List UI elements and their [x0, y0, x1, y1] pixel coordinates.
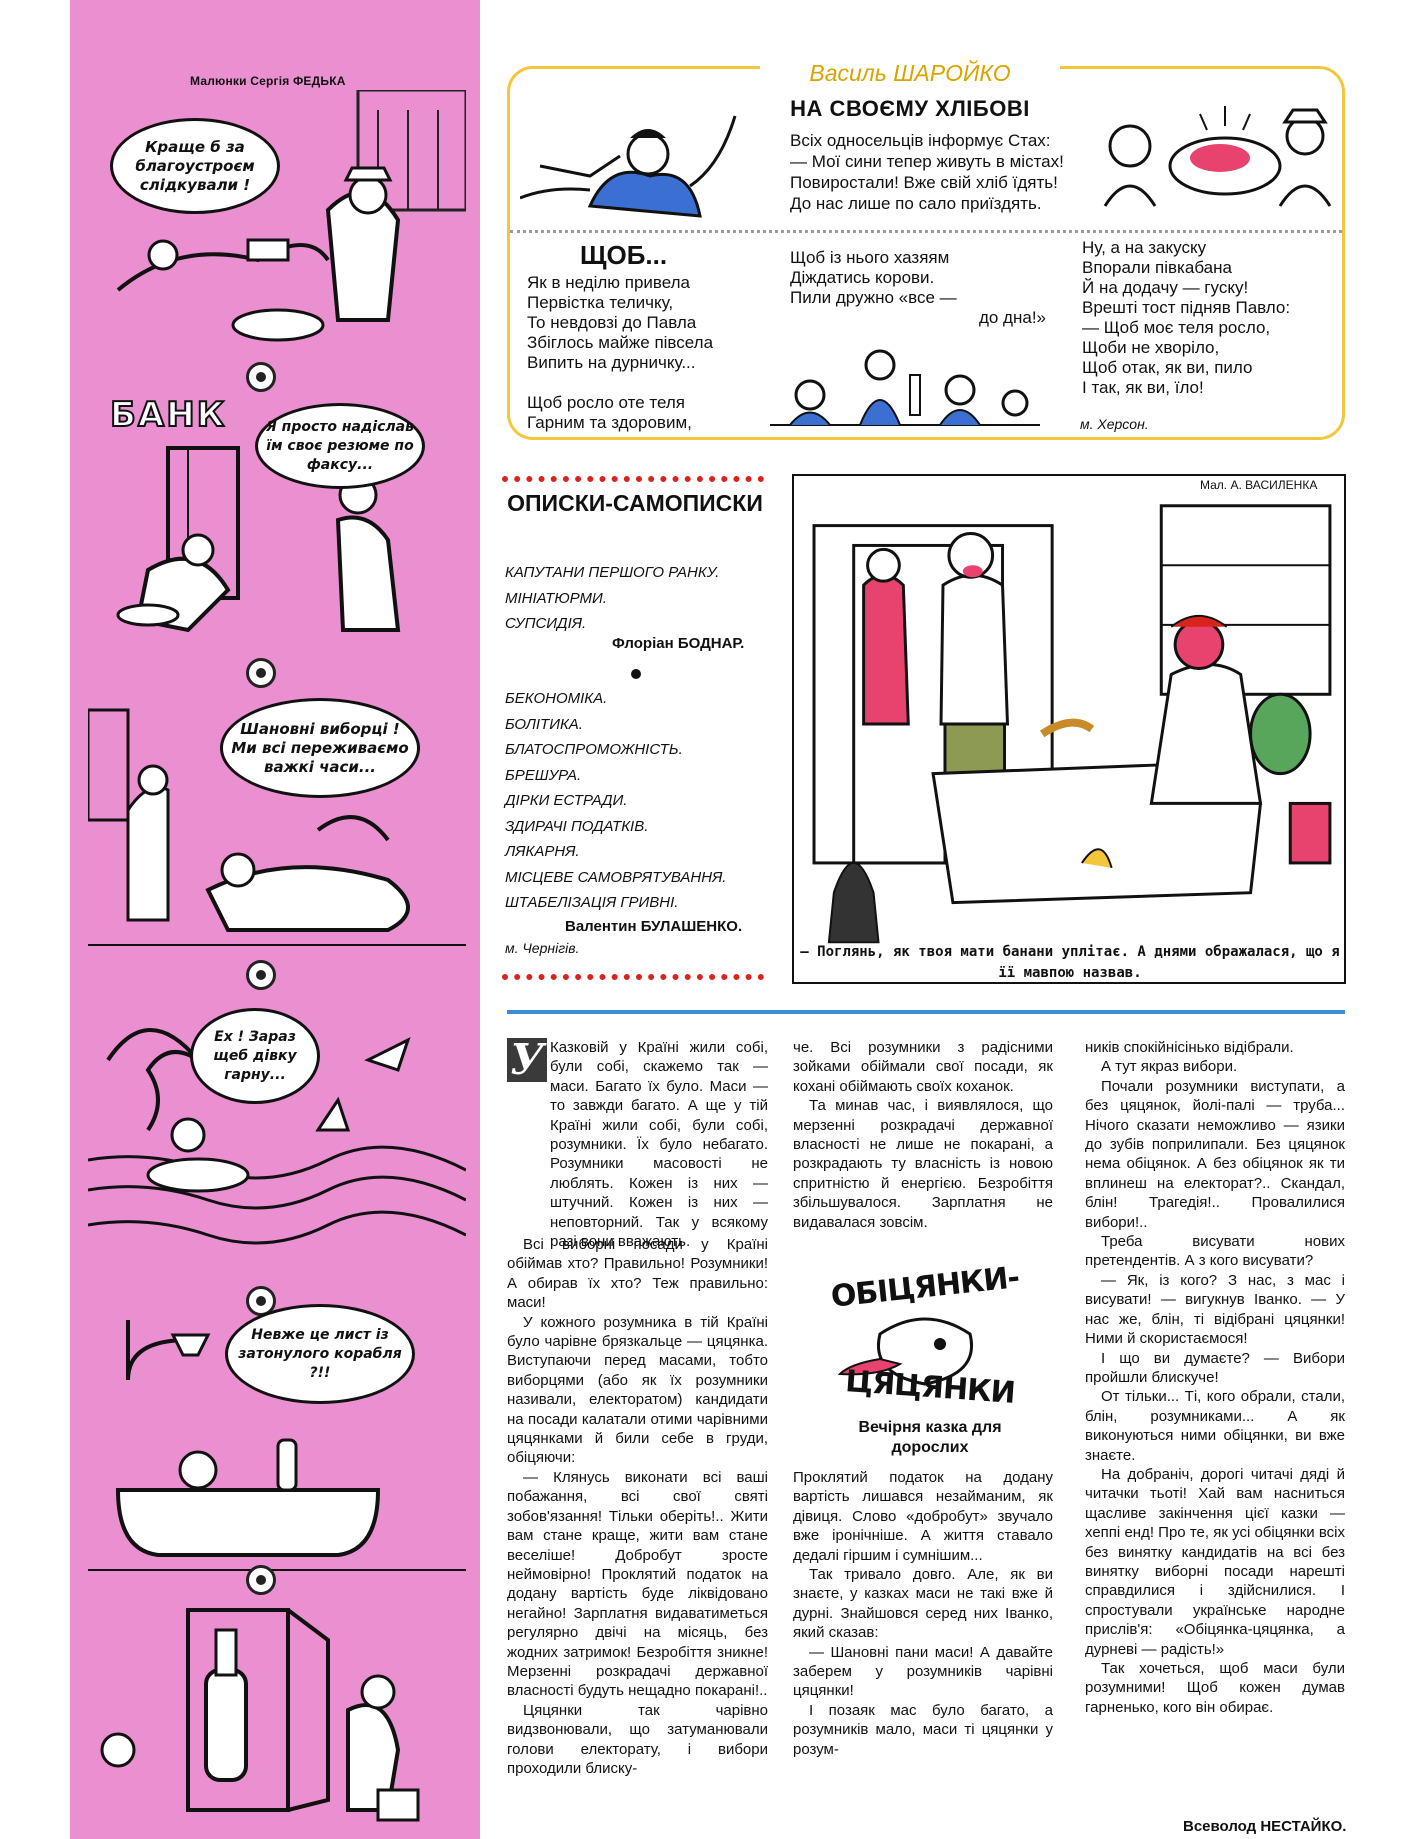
story-subtitle: Вечірня казка для дорослих — [858, 1419, 1002, 1456]
poem-place: м. Херсон. — [1080, 416, 1149, 432]
story-column-2-bottom: Проклятий податок на додану вартість лиш… — [793, 1468, 1053, 1759]
comic-panel-3 — [86, 690, 466, 960]
story-paragraph: Всі виборні посади у Країні обіймав хто?… — [507, 1236, 768, 1312]
cartoon-frame — [792, 474, 1346, 984]
panel-5-drawing — [88, 1320, 466, 1571]
comic-panel-6 — [88, 1600, 466, 1830]
poem-stanza-1: Всіх односельців інформує Стах: — Мої си… — [790, 131, 1064, 213]
story-rule — [507, 1010, 1345, 1014]
opysky-item: БЛАТОСПРОМОЖНІСТЬ. — [505, 741, 683, 758]
story-paragraph: — Клянусь виконати всі ваші побажання, в… — [507, 1468, 768, 1700]
drinking-villagers-illustration — [770, 349, 1040, 426]
story-paragraph: Так тривало довго. Але, як ви знаєте, у … — [793, 1566, 1053, 1642]
opysky-item: КАПУТАНИ ПЕРШОГО РАНКУ. — [505, 564, 720, 581]
panel-4-drawing — [87, 1028, 467, 1245]
story-paragraph: че. Всі розумники з радісними зойками об… — [793, 1039, 1053, 1095]
poem-column-3: Ну, а на закуску Впорали півкабана Й на … — [1082, 238, 1291, 397]
bank-sign: БАНК — [109, 394, 227, 436]
separator-dot-5 — [246, 1565, 276, 1595]
speech-bubble-2: Я просто надіслав їм своє резюме по факс… — [255, 403, 425, 489]
story-paragraph: Казковій у Країні жили собі, були собі, … — [550, 1039, 768, 1251]
speech-bubble-3: Шановні виборці ! Ми всі переживаємо важ… — [220, 698, 420, 798]
panel-1-drawing — [116, 88, 468, 342]
speech-bubble-4: Ех ! Зараз щеб дівку гарну... — [190, 1008, 320, 1104]
story-paragraph: От тільки... Ті, кого обрали, стали, блі… — [1085, 1388, 1345, 1464]
opysky-list-2: БЕКОНОМІКА. БОЛІТИКА. БЛАТОСПРОМОЖНІСТЬ.… — [505, 686, 726, 916]
opysky-item: МІНІАТЮРМИ. — [505, 589, 607, 607]
bullet-dot — [631, 669, 641, 679]
story-paragraph: — Як, із кого? З нас, з мас і висувати! … — [1085, 1271, 1345, 1348]
story-author: Всеволод НЕСТАЙКО. — [1183, 1818, 1347, 1835]
story-paragraph: І позаяк мас було багато, а розумників м… — [793, 1701, 1053, 1758]
poem-subtitle: ЩОБ... — [580, 240, 668, 270]
poem-column-2: Щоб із нього хазяям Діждатись корови. Пи… — [790, 248, 957, 307]
red-dotted-rule-bottom — [502, 974, 764, 980]
story-paragraph: Почали розумники виступати, а без цяцяно… — [1085, 1077, 1345, 1231]
kitchen-cartoon — [812, 504, 1332, 944]
opysky-item: ДІРКИ ЕСТРАДИ. — [505, 792, 628, 809]
poem-title: НА СВОЄМУ ХЛІБОВІ — [790, 96, 1030, 121]
story-paragraph: На добраніч, дорогі читачі дяді й читачк… — [1085, 1465, 1345, 1658]
opysky-item: МІСЦЕВЕ САМОВРЯТУВАННЯ. — [505, 868, 727, 886]
story-paragraph: І що ви думаєте? — Вибори пройшли блиску… — [1085, 1349, 1345, 1386]
cartoon-caption: — Поглянь, як твоя мати банани уплітає. … — [800, 944, 1340, 981]
story-paragraph: — Шановні пани маси! А давайте заберем у… — [793, 1643, 1053, 1700]
panel-3-drawing — [86, 708, 466, 946]
opysky-list-1: КАПУТАНИ ПЕРШОГО РАНКУ. МІНІАТЮРМИ. СУПС… — [505, 560, 719, 637]
drop-cap: У — [507, 1038, 547, 1082]
stakh-illustration — [520, 115, 737, 218]
separator-dot-3 — [246, 960, 276, 990]
story-paragraph: ників спокійнісінько відібрали. — [1085, 1039, 1294, 1056]
story-paragraph: У кожного розумника в тій Країні було ча… — [507, 1313, 768, 1467]
poem-separator — [510, 230, 1342, 233]
red-dotted-rule-top — [502, 476, 764, 482]
comic-panel-4 — [87, 1000, 467, 1270]
story-paragraph: А тут якраз вибори. — [1101, 1058, 1238, 1076]
story-paragraph: Та минав час, і виявлялося, що мерзенні … — [793, 1097, 1053, 1231]
strip-credit: Малюнки Сергія ФЕДЬКА — [190, 74, 346, 88]
opysky-item: СУПСИДІЯ. — [505, 615, 587, 632]
opysky-item: ЗДИРАЧІ ПОДАТКІВ. — [505, 817, 649, 835]
story-column-3: ників спокійнісінько відібрали. А тут як… — [1085, 1038, 1345, 1717]
opysky-item: ШТАБЕЛІЗАЦІЯ ГРИВНІ. — [505, 894, 679, 911]
comic-panel-1 — [88, 88, 468, 362]
separator-dot-2 — [246, 658, 276, 688]
comic-panel-5 — [88, 1320, 466, 1585]
opysky-signature-2: Валентин БУЛАШЕНКО. — [565, 918, 743, 935]
opysky-item: БЕКОНОМІКА. — [505, 690, 608, 707]
story-paragraph: Проклятий податок на додану вартість лиш… — [793, 1469, 1053, 1564]
speech-bubble-1: Краще б за благоустроєм слідкували ! — [110, 118, 280, 214]
story-paragraph: Треба висувати нових претендентів. А з к… — [1085, 1233, 1345, 1270]
separator-dot-1 — [246, 362, 276, 392]
promises-logo — [837, 1317, 973, 1386]
story-paragraph: Так хочеться, щоб маси були розумними! Щ… — [1085, 1660, 1345, 1716]
cartoon-credit: Мал. А. ВАСИЛЕНКА — [1200, 478, 1318, 492]
poem-author: Василь ШАРОЙКО — [760, 60, 1060, 87]
opysky-item: БРЕШУРА. — [505, 766, 582, 784]
opysky-item: ЛЯКАРНЯ. — [505, 843, 580, 860]
sons-pig-illustration — [1103, 106, 1332, 207]
opysky-title: ОПИСКИ-САМОПИСКИ — [507, 490, 763, 516]
speech-bubble-5: Невже це лист із затонулого корабля ?!! — [225, 1304, 415, 1404]
story-column-2: че. Всі розумники з радісними зойками об… — [793, 1038, 1053, 1232]
poem-column-2-end: до дна!» — [978, 308, 1046, 327]
opysky-item: БОЛІТИКА. — [505, 715, 583, 733]
story-paragraph: Цяцянки так чарівно видзвонювали, що зат… — [507, 1701, 768, 1777]
opysky-signature-1: Флоріан БОДНАР. — [612, 635, 745, 652]
poem-column-1: Як в неділю привела Первістка теличку, Т… — [527, 273, 714, 432]
opysky-place: м. Чернігів. — [505, 940, 580, 956]
panel-6-drawing — [100, 1608, 420, 1822]
story-column-1-top: Казковій у Країні жили собі, були собі, … — [550, 1038, 768, 1251]
story-column-1: Всі виборні посади у Країні обіймав хто?… — [507, 1235, 768, 1778]
